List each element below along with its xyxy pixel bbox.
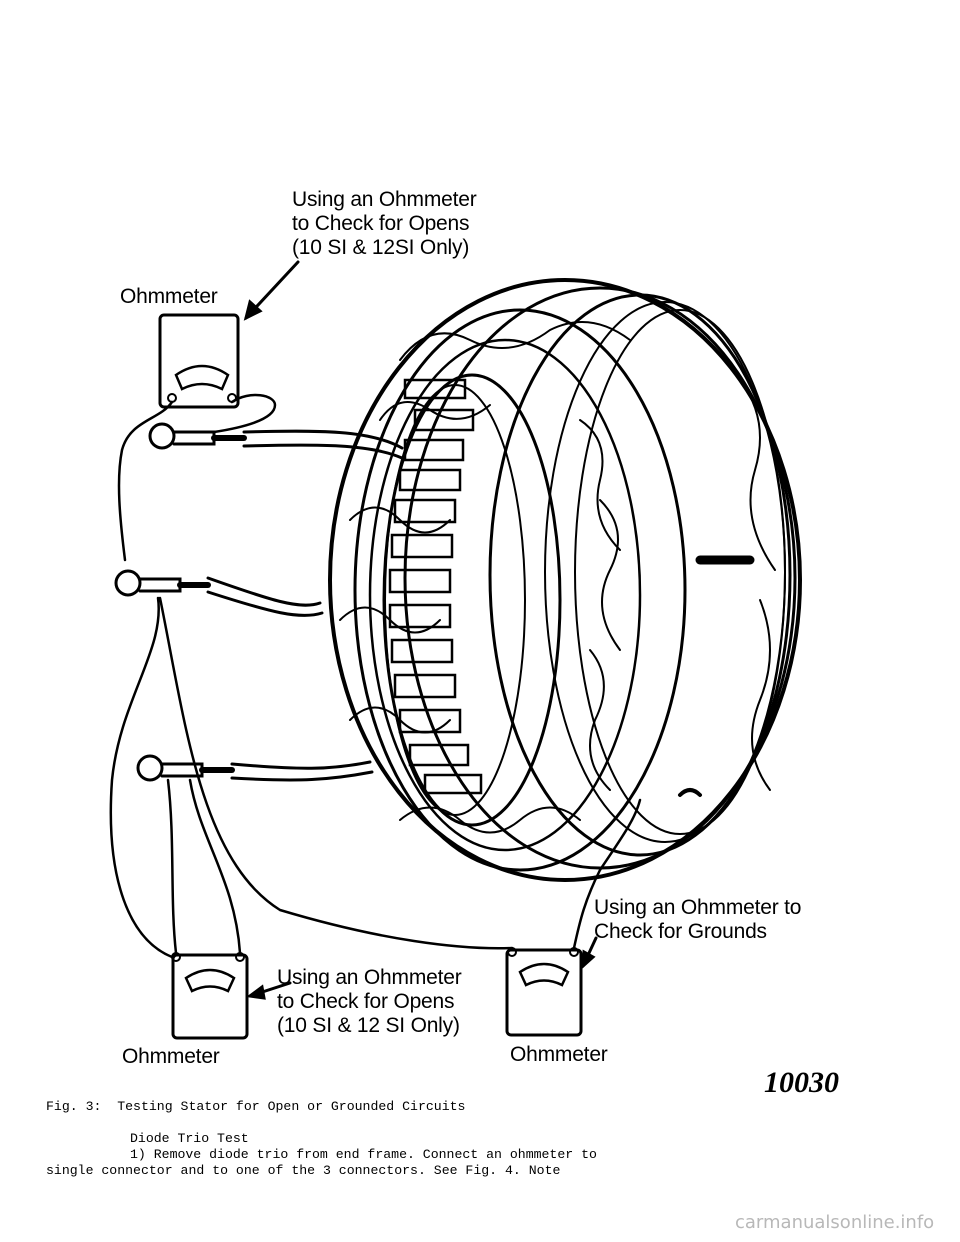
body-line-1: 1) Remove diode trio from end frame. Con… bbox=[130, 1147, 597, 1162]
meter-label-top: Ohmmeter bbox=[120, 285, 218, 308]
ohmmeter-bottom-left-icon bbox=[171, 952, 249, 1040]
callout-top-line-2: to Check for Opens bbox=[292, 212, 470, 235]
callout-bottom-center-line-1: Using an Ohmmeter bbox=[277, 966, 462, 989]
stator-core bbox=[328, 278, 802, 882]
callout-bottom-center-line-2: to Check for Opens bbox=[277, 990, 455, 1013]
callout-top-line-3: (10 SI & 12SI Only) bbox=[292, 236, 470, 259]
callout-bottom-right-line-2: Check for Grounds bbox=[594, 920, 767, 943]
watermark: carmanualsonline.info bbox=[735, 1212, 935, 1233]
meter-label-bottom-right: Ohmmeter bbox=[510, 1043, 608, 1066]
ohmmeter-top-icon bbox=[158, 313, 240, 409]
callout-arrows bbox=[243, 260, 598, 1000]
callout-bottom-right-line-1: Using an Ohmmeter to bbox=[594, 896, 802, 919]
meter-label-bottom-left: Ohmmeter bbox=[122, 1045, 220, 1068]
probe-wires bbox=[109, 393, 642, 959]
callout-top: Using an Ohmmeter to Check for Opens (10… bbox=[292, 188, 477, 260]
ohmmeter-bottom-right-icon bbox=[505, 947, 583, 1037]
figure-number: 10030 bbox=[764, 1066, 839, 1099]
callout-bottom-center: Using an Ohmmeter to Check for Opens (10… bbox=[277, 966, 462, 1038]
section-heading: Diode Trio Test bbox=[130, 1131, 249, 1146]
callout-bottom-center-line-3: (10 SI & 12 SI Only) bbox=[277, 1014, 460, 1037]
figure-caption: Fig. 3: Testing Stator for Open or Groun… bbox=[46, 1099, 466, 1114]
callout-top-line-1: Using an Ohmmeter bbox=[292, 188, 477, 211]
callout-bottom-right: Using an Ohmmeter to Check for Grounds bbox=[594, 896, 801, 944]
body-line-2: single connector and to one of the 3 con… bbox=[46, 1163, 561, 1178]
stator-leads bbox=[114, 422, 404, 782]
stator-slots bbox=[388, 378, 483, 795]
